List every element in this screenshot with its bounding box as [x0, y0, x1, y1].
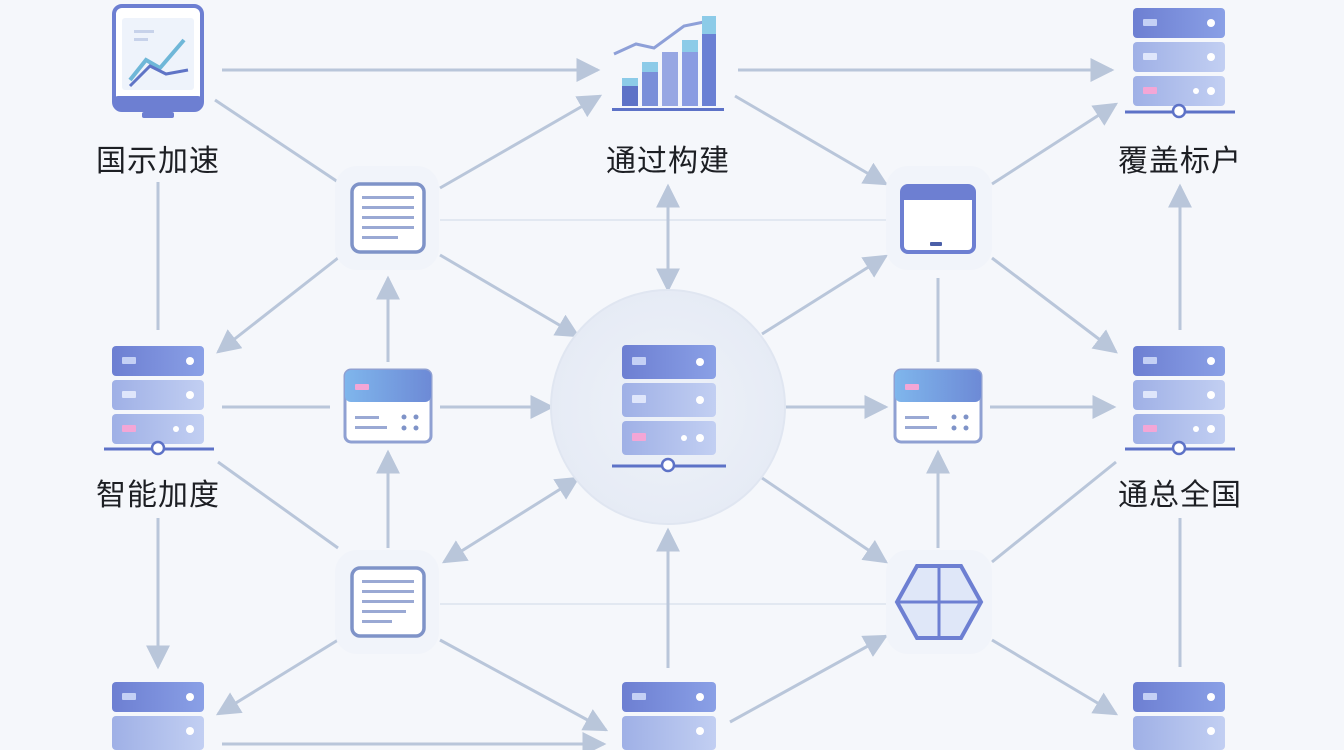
edge-doc-to-server-left [216, 256, 339, 354]
hexagon-grid-icon [886, 550, 992, 654]
server-rack-icon-bottom-right [1133, 682, 1225, 750]
edge-chart-to-window [734, 94, 889, 186]
bar-chart-icon [612, 16, 724, 111]
edge-doc-bottom-to-center-server [439, 638, 609, 732]
edge-monitor-to-doc [214, 98, 339, 184]
edge-hex-to-server-right [991, 460, 1117, 564]
label-smart: 智能加度 [96, 478, 220, 513]
server-rack-icon-top-right [1125, 8, 1235, 119]
connection-lines [146, 58, 1192, 750]
edge-hex-to-server-br [991, 638, 1119, 716]
document-icon-bottom [335, 550, 439, 654]
edge-doc-bottom-to-server [215, 638, 339, 716]
window-icon [886, 166, 992, 270]
switch-icon-right [893, 368, 983, 444]
switch-icon-left [343, 368, 433, 444]
edge-server-left-to-doc-bottom [217, 460, 339, 550]
edge-center-server-to-hex [729, 634, 889, 724]
server-rack-icon-right [1125, 346, 1235, 456]
label-global-accel: 国示加速 [96, 144, 220, 179]
edge-hub-to-hex [761, 476, 888, 564]
edge-doc-to-chart [439, 94, 603, 190]
monitor-chart-icon [112, 4, 204, 118]
label-nationwide: 通总全国 [1118, 478, 1242, 513]
document-icon-top [335, 166, 439, 270]
edge-doc-to-hub [439, 253, 581, 338]
server-rack-icon-left [104, 346, 214, 456]
server-rack-icon-bottom-left [112, 682, 204, 750]
edge-hub-to-window [761, 254, 889, 336]
hub-server-icon [550, 289, 786, 525]
label-coverage: 覆盖标户 [1118, 144, 1242, 179]
edge-window-to-server-right [991, 256, 1118, 354]
edge-hub-doc-bottom [441, 476, 581, 564]
server-rack-icon-bottom-center [622, 682, 716, 750]
label-build: 通过构建 [606, 144, 730, 179]
edge-window-to-server-tr [991, 102, 1119, 186]
